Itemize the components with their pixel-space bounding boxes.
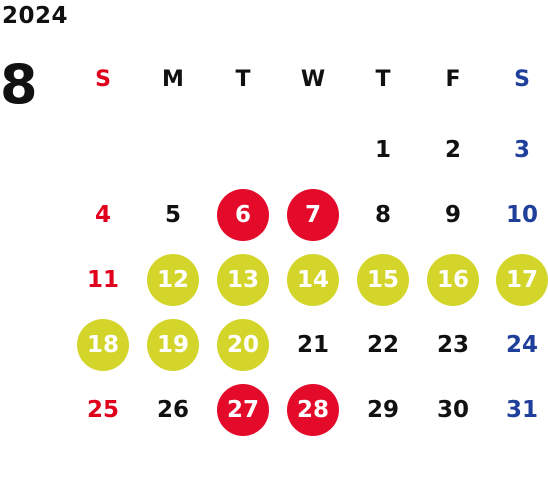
weekday-2: T — [235, 67, 251, 92]
day-cell[interactable]: 24 — [505, 332, 538, 358]
weekday-5: F — [445, 67, 461, 92]
weekday-1: M — [162, 67, 184, 92]
day-cell[interactable]: 15 — [357, 254, 409, 306]
weekday-6: S — [514, 67, 530, 92]
day-cell[interactable]: 20 — [217, 319, 269, 371]
day-cell[interactable]: 9 — [444, 202, 461, 228]
day-cell[interactable]: 2 — [444, 137, 461, 163]
month-number: 8 — [0, 53, 38, 116]
day-cell[interactable]: 3 — [513, 137, 530, 163]
day-cell[interactable]: 19 — [147, 319, 199, 371]
day-cell[interactable]: 7 — [287, 189, 339, 241]
day-cell[interactable]: 29 — [366, 397, 399, 423]
year-label: 2024 — [2, 3, 69, 29]
day-cell[interactable]: 23 — [436, 332, 469, 358]
day-cell[interactable]: 13 — [217, 254, 269, 306]
day-cell[interactable]: 14 — [287, 254, 339, 306]
day-cell[interactable]: 8 — [374, 202, 391, 228]
day-cell[interactable]: 10 — [505, 202, 538, 228]
day-cell[interactable]: 6 — [217, 189, 269, 241]
day-cell[interactable]: 1 — [374, 137, 391, 163]
day-cell[interactable]: 31 — [505, 397, 538, 423]
weekday-4: T — [375, 67, 391, 92]
day-cell[interactable]: 16 — [427, 254, 479, 306]
day-cell[interactable]: 22 — [366, 332, 399, 358]
day-cell[interactable]: 30 — [436, 397, 469, 423]
day-cell[interactable]: 12 — [147, 254, 199, 306]
weekday-0: S — [95, 67, 111, 92]
weekday-3: W — [300, 67, 326, 92]
day-cell[interactable]: 26 — [156, 397, 189, 423]
day-cell[interactable]: 25 — [86, 397, 119, 423]
day-cell[interactable]: 18 — [77, 319, 129, 371]
day-cell[interactable]: 17 — [496, 254, 548, 306]
day-cell[interactable]: 21 — [296, 332, 329, 358]
day-cell[interactable]: 4 — [94, 202, 111, 228]
day-cell[interactable]: 27 — [217, 384, 269, 436]
day-cell[interactable]: 11 — [86, 267, 119, 293]
day-cell[interactable]: 28 — [287, 384, 339, 436]
day-cell[interactable]: 5 — [164, 202, 181, 228]
